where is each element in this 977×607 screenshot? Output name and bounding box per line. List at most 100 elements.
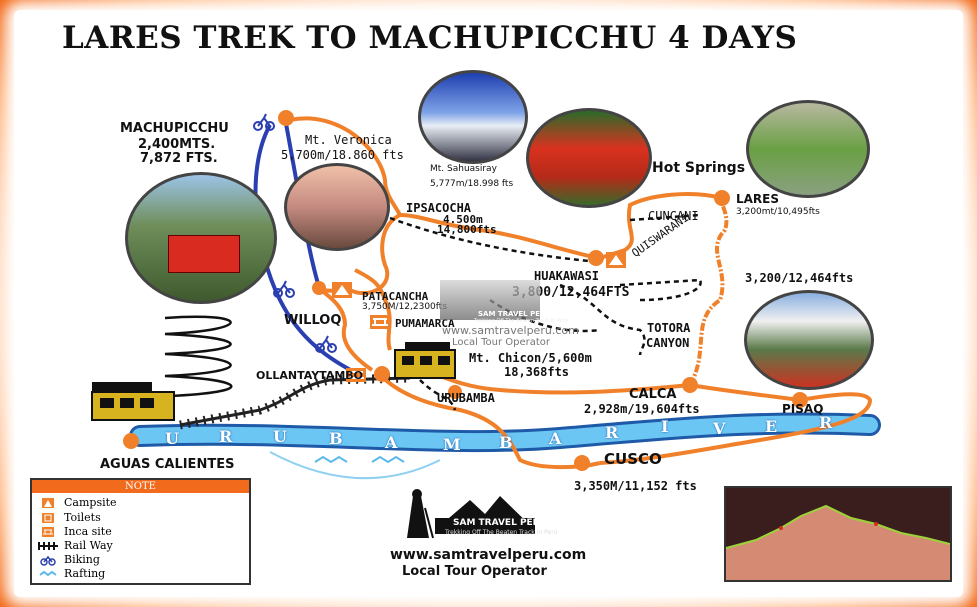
cuncani-label: CUNCANI (648, 209, 699, 223)
legend-row-toilets: Toilets (38, 511, 101, 524)
watermark-tagline: Trekking Off The Beaten Track In Perú (474, 318, 568, 324)
stop-pisaq (792, 392, 808, 408)
ipsacocha-alt-ft: 14,800fts (437, 223, 497, 236)
dashed-track (419, 379, 457, 411)
dashed-track (389, 216, 601, 264)
river-letter: R (819, 413, 833, 432)
rafting-icon (38, 569, 58, 579)
chicon-alt: 18,368fts (504, 365, 570, 379)
trail-pisaq-calca (429, 370, 801, 402)
urubamba-river (132, 415, 878, 450)
river-letter: M (443, 435, 461, 454)
pisaq-label: PISAQ (782, 402, 824, 416)
stop-cusco (574, 455, 590, 471)
inca-site-icon (370, 315, 390, 329)
veronica-photo (284, 163, 390, 251)
biking-icon (273, 280, 295, 298)
chicon-label: Mt. Chicon/5,600m (469, 351, 592, 365)
sahuasiray-label: Mt. Sahuasiray (430, 164, 497, 174)
huakawasi-label: HUAKAWASI (534, 269, 600, 283)
logo-mountain-graphic (407, 489, 535, 539)
river-letter: B (499, 433, 513, 452)
bike-route (253, 124, 361, 377)
legend-box: NOTE Campsite Toilets Inca site Rail Way… (30, 478, 251, 585)
calca-label: CALCA (629, 387, 677, 402)
toilets-icon (38, 512, 58, 523)
watermark-operator: Local Tour Operator (452, 337, 551, 348)
stop-lares (714, 190, 730, 206)
patacancha-label: PATACANCHA (362, 290, 429, 303)
machupicchu-alt-ft: 7,872 FTS. (140, 151, 218, 166)
elevation-profile (724, 486, 952, 582)
campsite-photo (526, 108, 652, 208)
trail-urubamba-cusco (378, 373, 601, 470)
watermark-url: www.samtravelperu.com (442, 324, 579, 337)
pumamarca-label: PUMAMARCA (395, 317, 455, 330)
right-alt-label: 3,200/12,464fts (745, 271, 854, 285)
stop-willoq (312, 281, 326, 295)
railway-line (179, 376, 411, 427)
dashed-track (559, 283, 646, 356)
logo-url: www.samtravelperu.com (390, 547, 587, 563)
patacancha-alt: 3,750M/12,2300fts (362, 302, 448, 312)
railway-ties (179, 373, 411, 430)
cusco-label: CUSCO (604, 450, 662, 468)
river-letter: I (661, 417, 669, 436)
legend-row-campsite: Campsite (38, 496, 117, 509)
trail-lares-huakawasi (597, 192, 723, 260)
stop-calca (682, 377, 698, 393)
sahuasiray-photo (418, 70, 528, 164)
urubamba-label: URUBAMBA (437, 391, 495, 405)
machupicchu-label: MACHUPICCHU (120, 121, 229, 136)
legend-row-inca-site: Inca site (38, 525, 112, 538)
dashed-track (619, 278, 702, 302)
cusco-alt: 3,350M/11,152 fts (574, 479, 697, 493)
biking-icon (253, 113, 275, 131)
page-title: LARES TREK TO MACHUPICCHU 4 DAYS (62, 20, 798, 56)
totora-label-1: TOTORA (647, 321, 691, 335)
biking-icon (38, 554, 58, 566)
stop-ollantaytambo (374, 366, 390, 382)
campsite-icon (332, 282, 352, 298)
willoq-label: WILLOQ (284, 313, 342, 328)
logo-brand: SAM TRAVEL PERU (453, 518, 547, 528)
flag-banner (168, 235, 240, 273)
zigzag-trail (164, 315, 233, 398)
trail-calca-lares (688, 197, 729, 386)
river-letter: U (273, 427, 287, 446)
river-letter: U (165, 429, 179, 448)
ollantaytambo-label: OLLANTAYTAMBO (256, 369, 364, 382)
lares-label: LARES (736, 192, 780, 206)
trail-patacancha-ollantaytambo (316, 286, 374, 372)
campsite-icon (606, 252, 626, 268)
river-letter: E (765, 417, 778, 436)
trail-cusco-pisaq (599, 392, 873, 465)
legend-row-biking: Biking (38, 553, 100, 566)
river-letter: B (329, 429, 343, 448)
machupicchu-photo (125, 172, 277, 304)
inca-site-icon (346, 368, 366, 382)
river-letter: A (385, 433, 398, 452)
lares-photo (746, 100, 870, 198)
sahuasiray-alt: 5,777m/18.998 fts (430, 179, 514, 189)
machupicchu-alt-m: 2,400MTS. (138, 137, 216, 152)
rafting-wave-icon (314, 455, 348, 464)
stop-huakawasi (588, 250, 604, 266)
watermark-logo-image (440, 280, 540, 320)
dashed-track (629, 213, 701, 222)
company-logo: SAM TRAVEL PERU Trekking Off The Beaten … (395, 488, 573, 550)
ipsacocha-label: IPSACOCHA (406, 201, 472, 215)
watermark-brand: SAM TRAVEL PERU (478, 310, 552, 318)
hot-springs-label: Hot Springs (652, 160, 746, 176)
river-letter: A (549, 429, 562, 448)
stop-aguas-calientes (123, 433, 139, 449)
lares-alt: 3,200mt/10,495fts (736, 207, 820, 217)
pisaq-photo (744, 290, 874, 390)
veronica-label: Mt. Veronica (305, 133, 392, 147)
calca-alt: 2,928m/19,604fts (584, 402, 700, 416)
rail-way-icon (38, 541, 58, 551)
legend-row-rail-way: Rail Way (38, 539, 113, 552)
stop-urubamba (448, 385, 462, 399)
river-letter: V (713, 419, 726, 438)
